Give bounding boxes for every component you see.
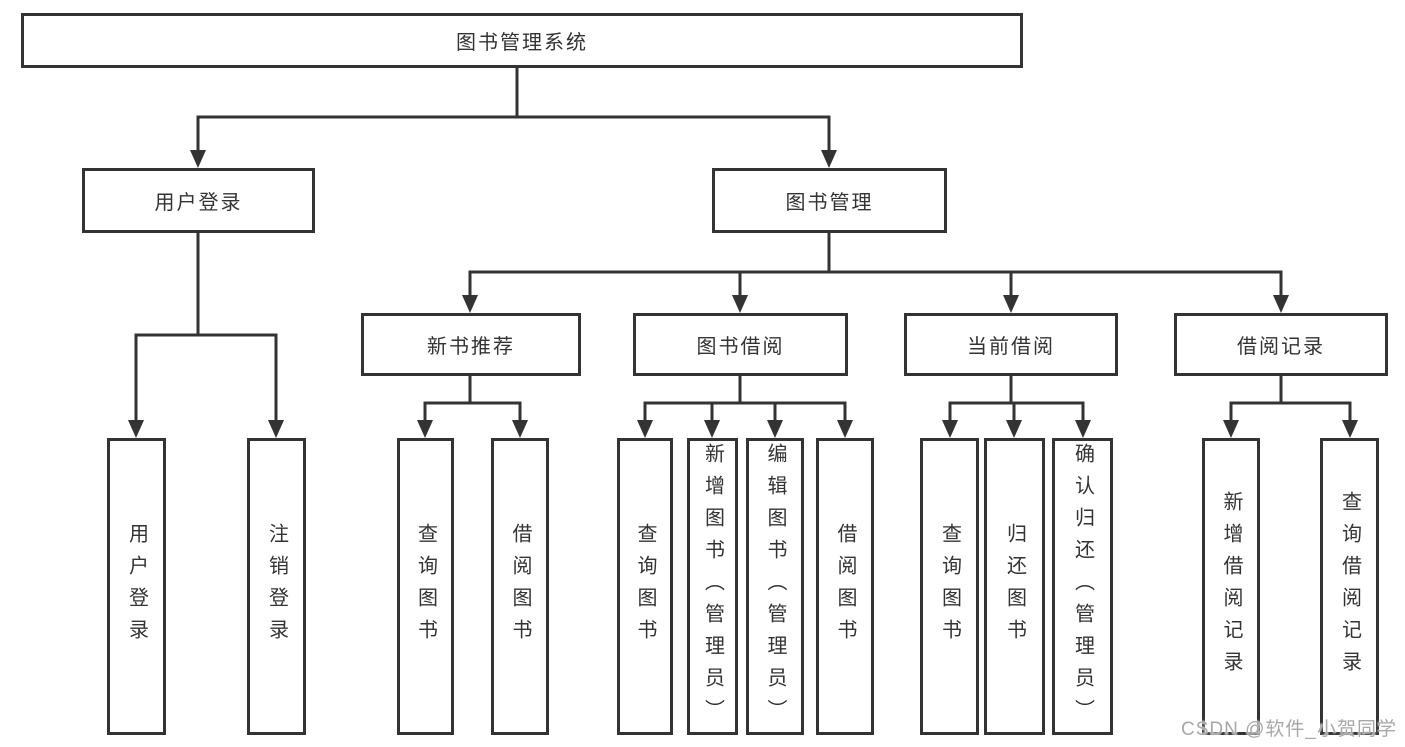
node-book-borrowing-label: 图书借阅 xyxy=(696,336,785,358)
leaf-return-book-label: 归还图书 xyxy=(1003,522,1026,651)
leaf-edit-book-admin: 编辑图书（管理员） xyxy=(746,438,804,735)
leaf-query-borrow-record: 查询借阅记录 xyxy=(1320,438,1379,735)
leaf-query-books-3: 查询图书 xyxy=(920,438,979,735)
node-new-book-recommend: 新书推荐 xyxy=(361,313,581,376)
leaf-borrow-books-2: 借阅图书 xyxy=(816,438,874,735)
leaf-borrow-books-2-label: 借阅图书 xyxy=(834,522,856,651)
leaf-add-borrow-record-label: 新增借阅记录 xyxy=(1220,490,1242,683)
leaf-confirm-return-admin-label: 确认归还（管理员） xyxy=(1071,442,1094,731)
node-root-label: 图书管理系统 xyxy=(456,32,588,54)
csdn-watermark: CSDN @软件_小贺同学 xyxy=(1181,719,1397,740)
node-root: 图书管理系统 xyxy=(21,13,1023,68)
leaf-add-borrow-record: 新增借阅记录 xyxy=(1202,438,1260,735)
leaf-borrow-books-1-label: 借阅图书 xyxy=(509,522,531,651)
leaf-query-books-1-label: 查询图书 xyxy=(414,522,437,651)
leaf-user-login-label: 用户登录 xyxy=(125,522,148,651)
leaf-logout-label: 注销登录 xyxy=(265,522,288,651)
node-user-login-label: 用户登录 xyxy=(154,192,243,214)
leaf-add-book-admin-label: 新增图书（管理员） xyxy=(701,442,724,731)
node-book-borrowing: 图书借阅 xyxy=(633,313,848,376)
leaf-confirm-return-admin: 确认归还（管理员） xyxy=(1052,438,1113,735)
node-book-management-label: 图书管理 xyxy=(785,192,874,214)
leaf-query-books-1: 查询图书 xyxy=(397,438,454,735)
leaf-query-books-2: 查询图书 xyxy=(617,438,673,735)
tree-edges xyxy=(134,68,1352,422)
node-new-book-recommend-label: 新书推荐 xyxy=(427,336,515,358)
node-current-borrowing-label: 当前借阅 xyxy=(967,336,1055,358)
node-book-management: 图书管理 xyxy=(712,168,947,233)
leaf-borrow-books-1: 借阅图书 xyxy=(491,438,549,735)
leaf-query-books-2-label: 查询图书 xyxy=(634,522,656,651)
leaf-logout: 注销登录 xyxy=(247,438,306,735)
leaf-user-login: 用户登录 xyxy=(107,438,166,735)
node-current-borrowing: 当前借阅 xyxy=(904,313,1118,376)
node-user-login: 用户登录 xyxy=(82,168,315,233)
leaf-query-books-3-label: 查询图书 xyxy=(938,522,961,651)
leaf-query-borrow-record-label: 查询借阅记录 xyxy=(1338,490,1361,683)
leaf-edit-book-admin-label: 编辑图书（管理员） xyxy=(764,442,786,731)
leaf-return-book: 归还图书 xyxy=(984,438,1045,735)
node-borrow-records-label: 借阅记录 xyxy=(1237,336,1325,358)
leaf-add-book-admin: 新增图书（管理员） xyxy=(687,438,738,735)
node-borrow-records: 借阅记录 xyxy=(1174,313,1388,376)
